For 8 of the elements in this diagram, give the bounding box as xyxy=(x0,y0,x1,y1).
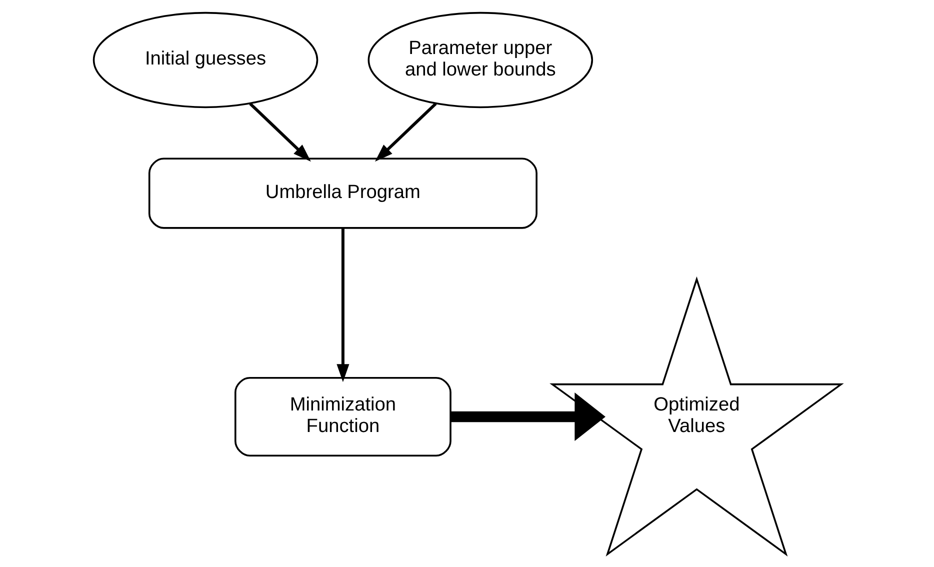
arrow xyxy=(248,102,310,162)
arrow xyxy=(374,102,436,162)
arrow xyxy=(336,228,349,382)
node-ellipse: Initial guesses xyxy=(92,12,318,108)
node-box: Umbrella Program xyxy=(148,158,537,229)
arrow xyxy=(450,392,605,441)
node-ellipse: Parameter upper and lower bounds xyxy=(367,12,593,108)
node-box: Minimization Function xyxy=(234,377,451,456)
